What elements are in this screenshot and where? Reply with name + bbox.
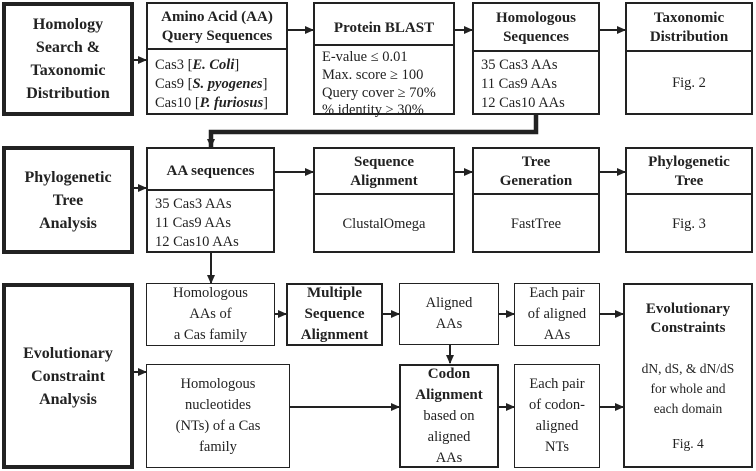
homologous-title-2: Sequences (503, 29, 569, 45)
evo-line-1: dN, dS, & dN/dS (641, 361, 735, 376)
homaas-line-1: Homologous (173, 285, 248, 301)
codon-line-3: AAs (435, 449, 463, 466)
homologous-line-1: 35 Cas3 AAs (481, 57, 558, 73)
pairnts-line-1: Each pair (529, 376, 585, 392)
evo-line-3: each domain (653, 401, 723, 416)
taxonomic-fig: Fig. 2 (672, 75, 706, 91)
blast-line-1: E-value ≤ 0.01 (322, 49, 408, 65)
phylotree-title-2: Tree (674, 173, 704, 189)
homnts-line-4: family (199, 439, 237, 455)
pair-codon-nts-box: Each pair of codon- aligned NTs (514, 364, 600, 468)
query-sequences-box: Amino Acid (AA) Query Sequences Cas3 [E.… (146, 2, 288, 115)
aligned-aas-box: Aligned AAs (399, 283, 499, 345)
query-line-cas3: Cas3 [E. Coli] (155, 57, 240, 73)
stage-phylogenetic: Phylogenetic Tree Analysis (2, 146, 134, 254)
stage-homology-line3: Taxonomic (30, 62, 106, 79)
tree-title-1: Tree (521, 154, 551, 170)
aligned-line-2: AAs (435, 316, 463, 332)
aa-line-2: 11 Cas9 AAs (155, 215, 231, 231)
aa-line-3: 12 Cas10 AAs (155, 234, 239, 250)
codon-bold-1: Codon (427, 365, 471, 382)
taxonomic-title-1: Taxonomic (653, 10, 725, 26)
pairaas-line-1: Each pair (529, 285, 585, 301)
protein-blast-box: Protein BLAST E-value ≤ 0.01 Max. score … (313, 2, 455, 118)
stage-evo-line1: Evolutionary (23, 344, 113, 362)
alignment-title-1: Sequence (354, 154, 414, 170)
msa-box: Multiple Sequence Alignment (286, 283, 383, 346)
alignment-title-2: Alignment (350, 173, 418, 189)
pairnts-line-4: NTs (545, 439, 569, 455)
homnts-line-2: nucleotides (184, 397, 252, 413)
stage-evo-line2: Constraint (31, 367, 105, 385)
stage-evolutionary: Evolutionary Constraint Analysis (2, 283, 134, 469)
stage-evo-line3: Analysis (39, 390, 97, 408)
homologous-aas-box: Homologous AAs of a Cas family (146, 283, 275, 346)
homologous-line-2: 11 Cas9 AAs (481, 76, 557, 92)
pairaas-line-3: AAs (543, 327, 571, 343)
stage-homology-line2: Search & (35, 39, 101, 56)
tree-tool: FastTree (510, 216, 562, 232)
phylotree-fig: Fig. 3 (672, 216, 706, 232)
codon-line-2: aligned (427, 428, 471, 445)
blast-line-4: % identity ≥ 30% (322, 102, 424, 118)
msa-line-1: Multiple (307, 285, 362, 301)
homnts-line-3: (NTs) of a Cas (175, 418, 261, 434)
alignment-tool: ClustalOmega (342, 216, 426, 232)
query-line-cas10: Cas10 [P. furiosus] (155, 95, 268, 111)
homologous-nts-box: Homologous nucleotides (NTs) of a Cas fa… (146, 364, 290, 468)
codon-line-1: based on (423, 407, 475, 424)
msa-line-2: Sequence (304, 306, 365, 322)
aa-line-1: 35 Cas3 AAs (155, 196, 232, 212)
taxonomic-title-2: Distribution (649, 29, 729, 45)
homologous-sequences-box: Homologous Sequences 35 Cas3 AAs 11 Cas9… (472, 2, 600, 115)
homnts-line-1: Homologous (180, 376, 256, 392)
evo-title-2: Constraints (650, 320, 726, 336)
homaas-line-2: AAs of (189, 306, 232, 322)
aligned-line-1: Aligned (425, 295, 473, 311)
aa-title: AA sequences (166, 163, 255, 179)
stage-homology-line4: Distribution (26, 85, 110, 102)
tree-title-2: Generation (499, 173, 573, 189)
stage-phylo-line1: Phylogenetic (24, 168, 112, 186)
codon-bold-2: Alignment (415, 386, 483, 403)
homologous-line-3: 12 Cas10 AAs (481, 95, 565, 111)
phylotree-title-1: Phylogenetic (648, 154, 730, 170)
blast-line-2: Max. score ≥ 100 (322, 67, 424, 83)
pairnts-line-3: aligned (535, 418, 579, 434)
codon-alignment-box: Codon Alignment based on aligned AAs (399, 364, 499, 468)
evo-line-2: for whole and (650, 381, 726, 396)
stage-phylo-line3: Analysis (39, 214, 97, 232)
sequence-alignment-box: Sequence Alignment ClustalOmega (313, 147, 455, 253)
taxonomic-distribution-box: Taxonomic Distribution Fig. 2 (625, 2, 753, 115)
tree-generation-box: Tree Generation FastTree (472, 147, 600, 253)
query-line-cas9: Cas9 [S. pyogenes] (155, 76, 268, 92)
stage-homology-line1: Homology (32, 16, 104, 33)
evo-fig: Fig. 4 (672, 436, 704, 451)
pairaas-line-2: of aligned (527, 306, 587, 322)
evolutionary-constraints-box: Evolutionary Constraints dN, dS, & dN/dS… (623, 283, 753, 468)
homaas-line-3: a Cas family (173, 327, 248, 343)
stage-homology: Homology Search & Taxonomic Distribution (2, 2, 134, 116)
phylogenetic-tree-box: Phylogenetic Tree Fig. 3 (625, 147, 753, 253)
homologous-title-1: Homologous (495, 10, 576, 26)
msa-line-3: Alignment (300, 327, 369, 343)
aa-sequences-box: AA sequences 35 Cas3 AAs 11 Cas9 AAs 12 … (146, 147, 275, 253)
query-title-2: Query Sequences (161, 28, 273, 44)
pairnts-line-2: of codon- (529, 397, 585, 413)
stage-phylo-line2: Tree (52, 191, 84, 209)
blast-line-3: Query cover ≥ 70% (322, 85, 436, 101)
evo-title-1: Evolutionary (645, 301, 731, 317)
arrow-homologous-to-aa (207, 115, 539, 148)
pair-aligned-aas-box: Each pair of aligned AAs (514, 283, 600, 346)
query-title-1: Amino Acid (AA) (161, 9, 273, 25)
blast-title: Protein BLAST (333, 20, 435, 36)
